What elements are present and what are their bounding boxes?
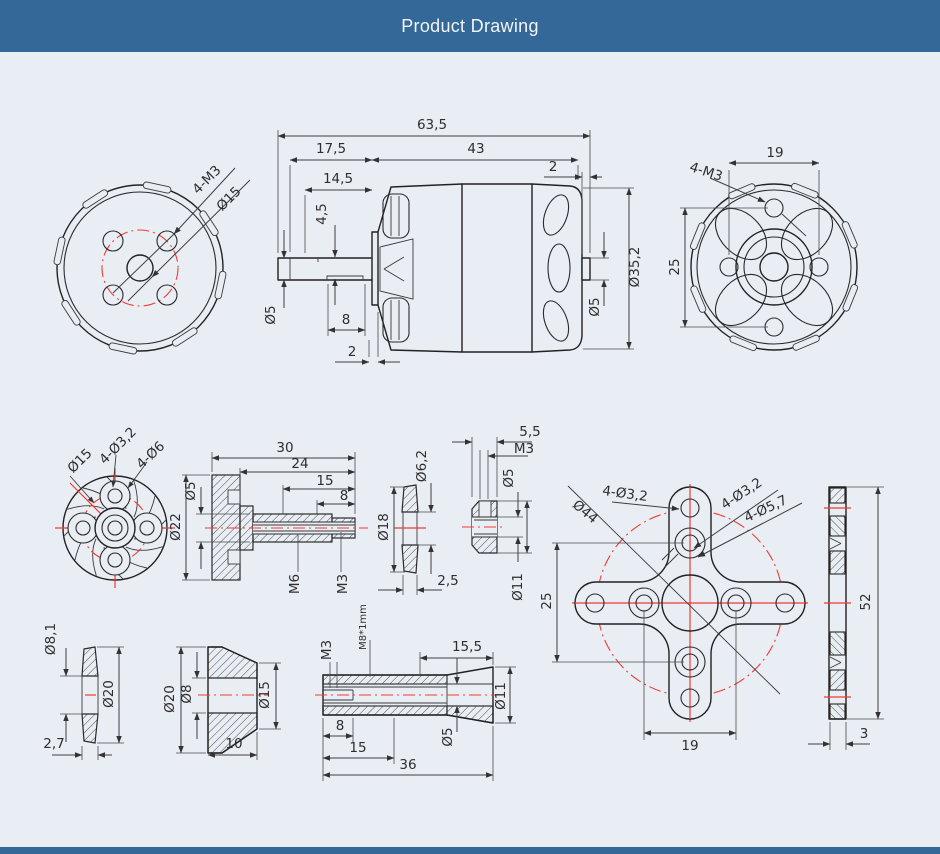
view-hub-section: 30 24 15 8 Ø5 Ø22 M6 M3 xyxy=(168,440,368,594)
dim-label: Ø15 xyxy=(214,184,245,215)
dim-label: Ø20 xyxy=(162,685,178,713)
rear-bell xyxy=(531,183,583,353)
header: Product Drawing xyxy=(0,0,940,52)
shaft-hole xyxy=(126,254,154,282)
dim-label: Ø15 xyxy=(65,446,96,477)
dim-label: 43 xyxy=(467,141,484,157)
dim-label: 17,5 xyxy=(316,141,346,157)
view-prop-shaft: M3 M8*1mm 15,5 Ø11 8 15 36 Ø5 xyxy=(315,604,516,781)
dim-label: Ø5 xyxy=(263,305,279,324)
dim-label: Ø15 xyxy=(257,681,273,709)
dim-label: 8 xyxy=(342,312,351,328)
page-title: Product Drawing xyxy=(401,15,539,36)
dim-label: 14,5 xyxy=(323,171,353,187)
dim-label: Ø11 xyxy=(510,573,526,601)
footer-bar xyxy=(0,847,940,854)
view-fan-rotor: Ø15 4-Ø3,2 4-Ø6 xyxy=(55,424,175,588)
prop-shaft-dims: M3 M8*1mm 15,5 Ø11 8 15 36 Ø5 xyxy=(319,604,516,781)
dim-label: 25 xyxy=(667,258,683,275)
dia-leader xyxy=(567,485,781,695)
dim-label: 5,5 xyxy=(519,424,540,440)
dim-label: 4-M3 xyxy=(688,159,725,185)
plate-dims: 52 3 xyxy=(808,486,884,750)
side-view-dims: 63,5 17,5 43 2 14,5 4,5 Ø5 8 2 xyxy=(263,117,643,365)
dim-label: 19 xyxy=(681,738,698,754)
cross-dims: 25 19 xyxy=(539,542,737,754)
dim-label: 4-Ø3,2 xyxy=(601,483,648,505)
cone-dims: Ø20 Ø8 Ø15 10 xyxy=(162,646,281,760)
rear-stub xyxy=(581,257,591,281)
dim-label: 24 xyxy=(291,456,308,472)
dim-label: 15,5 xyxy=(452,639,482,655)
dim-label: Ø35,2 xyxy=(627,247,643,288)
dim-label: 52 xyxy=(858,593,874,610)
dim-label: Ø20 xyxy=(101,680,117,708)
dim-label: 2 xyxy=(348,344,357,360)
dim-label: M3 xyxy=(335,574,351,594)
washer20-dims: Ø8,1 Ø20 2,7 xyxy=(43,623,124,760)
leader-lines xyxy=(112,167,251,302)
dim-label: Ø5 xyxy=(501,468,517,487)
dim-label: 2,7 xyxy=(43,736,64,752)
view-motor-front: 4-M3 19 25 xyxy=(667,145,859,352)
dim-label: 15 xyxy=(316,473,333,489)
dim-label: 4-M3 xyxy=(189,162,224,197)
dim-label: 2 xyxy=(549,159,558,175)
view-washer-18: Ø18 Ø6,2 2,5 xyxy=(376,450,459,595)
front-bell xyxy=(371,183,463,353)
dim-label: Ø18 xyxy=(376,513,392,541)
dim-label: 30 xyxy=(276,440,293,456)
front-shaft xyxy=(277,257,373,281)
dim-label: Ø11 xyxy=(493,682,509,710)
dim-label: Ø8 xyxy=(179,684,195,703)
dim-label: 8 xyxy=(340,488,349,504)
dim-label: 2,5 xyxy=(437,573,458,589)
dim-label: Ø5 xyxy=(587,297,603,316)
dim-label: M3 xyxy=(514,441,534,457)
rim-slots xyxy=(53,181,227,355)
view-washer-20: Ø8,1 Ø20 2,7 xyxy=(43,623,124,760)
dim-label: 19 xyxy=(766,145,783,161)
washer18-dims: Ø18 Ø6,2 2,5 xyxy=(376,450,459,595)
view-plate-section: 52 3 xyxy=(808,486,884,750)
dim-label: 25 xyxy=(539,592,555,609)
front-view-dims: 19 25 xyxy=(667,145,820,328)
dim-label: M6 xyxy=(287,574,303,594)
rim-slots xyxy=(689,182,859,352)
dim-label: Ø22 xyxy=(168,513,184,541)
dim-label: 3 xyxy=(860,726,869,742)
dim-label: M3 xyxy=(319,640,335,660)
dim-label: Ø8,1 xyxy=(43,623,59,655)
dim-label: 36 xyxy=(399,757,416,773)
dim-label: M8*1mm xyxy=(358,604,369,650)
stator-can xyxy=(461,183,533,353)
view-cross-mount: 4-Ø3,2 Ø44 4-Ø3,2 4-Ø5,7 25 19 xyxy=(539,475,808,754)
view-motor-rear: 4-M3 Ø15 xyxy=(53,162,251,355)
view-motor-side: 63,5 17,5 43 2 14,5 4,5 Ø5 8 2 xyxy=(263,117,643,365)
bolt-circle xyxy=(101,229,179,307)
view-nut: 5,5 M3 Ø5 Ø11 xyxy=(452,424,541,601)
dim-label: Ø44 xyxy=(569,497,601,527)
fan-bosses xyxy=(67,480,163,576)
dim-label: 10 xyxy=(225,736,242,752)
dim-label: 4,5 xyxy=(314,203,330,224)
spoke-cutouts xyxy=(714,207,834,327)
dim-label: 8 xyxy=(336,718,345,734)
leader-line xyxy=(709,177,766,203)
dim-label: Ø6,2 xyxy=(414,450,430,482)
view-cone-spacer: Ø20 Ø8 Ø15 10 xyxy=(162,646,281,760)
dim-label: Ø5 xyxy=(440,727,456,746)
dim-label: Ø5 xyxy=(183,481,199,500)
dim-label: 15 xyxy=(349,740,366,756)
dim-label: 4-Ø6 xyxy=(133,438,168,472)
dim-label: 63,5 xyxy=(417,117,447,133)
nut-dims: 5,5 M3 Ø5 Ø11 xyxy=(452,424,541,601)
hub-dims: 30 24 15 8 Ø5 Ø22 M6 M3 xyxy=(168,440,356,594)
